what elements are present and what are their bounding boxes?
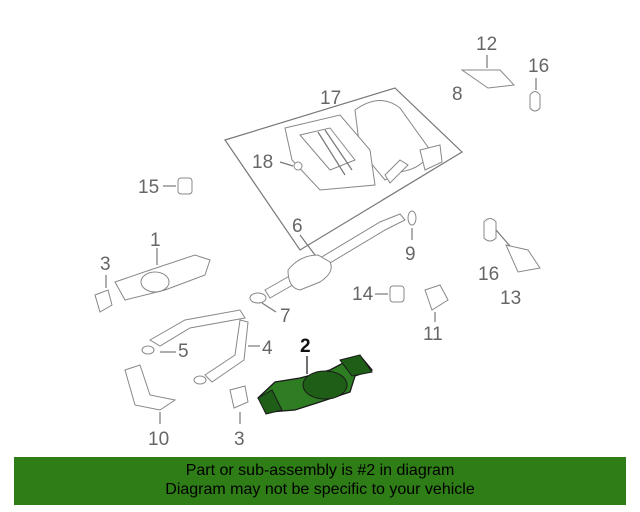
banner-line-2: Diagram may not be specific to your vehi… [165,481,475,498]
gasket-part-5[interactable] [141,345,207,385]
callout-5: 5 [178,341,189,362]
heat-shield-part-10[interactable] [124,364,177,424]
callout-8: 8 [452,84,463,105]
gasket-part-3-left[interactable] [94,275,113,313]
gasket-part-3-bottom[interactable] [229,385,249,424]
bracket-part-13[interactable] [495,229,541,273]
callout-6: 6 [292,216,303,237]
callout-7: 7 [280,306,291,327]
exhaust-parts-diagram: 1 2 3 3 4 5 6 7 8 9 10 11 12 13 14 15 16… [94,34,549,450]
muffler-part-8[interactable] [284,100,443,191]
callout-11: 11 [423,324,443,345]
center-pipe-part-6[interactable] [264,213,406,299]
hanger-part-16-right[interactable] [483,218,497,242]
rear-converter-part-2[interactable] [257,354,374,415]
callout-3-bottom: 3 [234,429,245,450]
callout-4: 4 [262,338,273,359]
front-pipe-part-4[interactable] [149,309,260,383]
callout-13: 13 [500,288,521,309]
callout-16-right: 16 [478,264,499,285]
callout-18: 18 [252,152,273,173]
insulator-part-15[interactable] [163,177,193,195]
callout-1: 1 [150,230,161,251]
bracket-part-12[interactable] [460,55,516,89]
gasket-part-9[interactable] [407,210,417,240]
callout-12: 12 [476,34,497,55]
callout-17: 17 [320,88,341,109]
gasket-part-7[interactable] [249,292,277,313]
callout-9: 9 [405,244,416,265]
callout-16-top: 16 [528,56,549,77]
bracket-part-11[interactable] [424,284,449,322]
banner-line-1: Part or sub-assembly is #2 in diagram [185,462,455,479]
bolt-part-18[interactable] [279,161,303,171]
callout-2: 2 [300,336,311,357]
hanger-part-16-top[interactable] [529,78,541,112]
insulator-part-14[interactable] [375,285,405,303]
front-converter-part-1[interactable] [114,248,211,301]
info-banner: Part or sub-assembly is #2 in diagram Di… [14,457,626,505]
callout-3-left: 3 [100,254,111,275]
callout-15: 15 [138,177,159,198]
muffler-assembly-panel [224,87,463,251]
callout-10: 10 [148,429,169,450]
callout-14: 14 [352,284,374,305]
